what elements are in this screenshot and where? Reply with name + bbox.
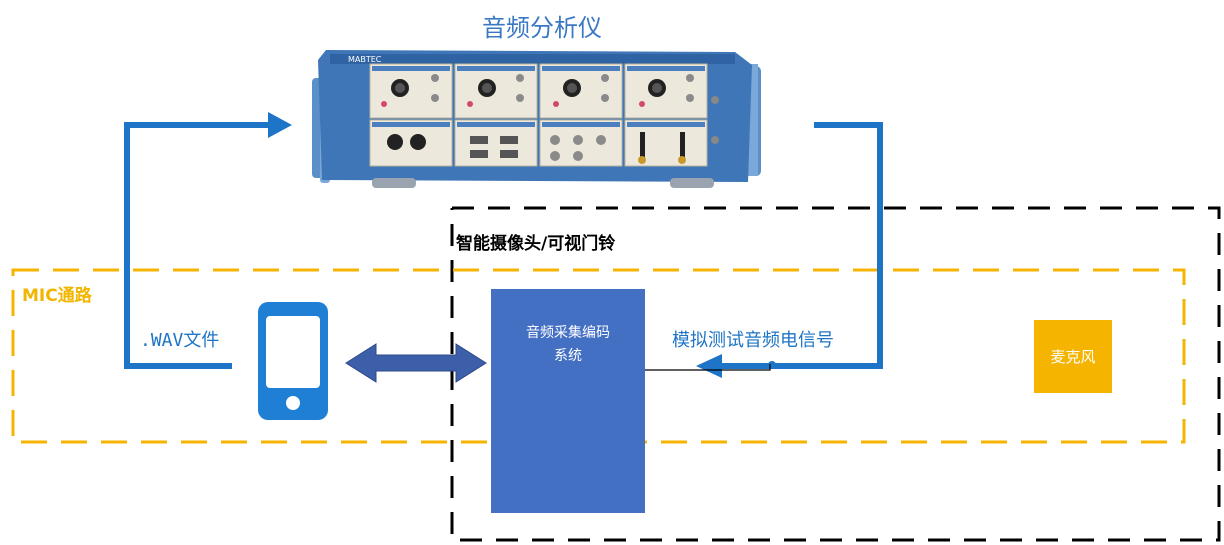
codec-box-line2: 系统 — [554, 348, 582, 364]
analog-signal-path — [720, 122, 883, 369]
phone-screen — [266, 316, 320, 388]
bidirectional-arrow — [345, 343, 487, 383]
analyzer-title: 音频分析仪 — [482, 14, 602, 42]
arrow-to-codec — [696, 354, 722, 378]
analyzer-brand: MABTEC — [348, 55, 382, 64]
phone-home-button — [286, 396, 300, 410]
codec-box-line1: 音频采集编码 — [526, 325, 610, 341]
signal-junction-dot — [768, 361, 776, 369]
wav-upload-path — [124, 122, 270, 369]
smartphone-icon — [258, 302, 328, 420]
smart-device-label: 智能摄像头/可视门铃 — [456, 234, 616, 254]
wav-file-label: .WAV文件 — [140, 330, 220, 351]
microphone-box: 麦克风 — [1034, 320, 1112, 393]
mic-path-label: MIC通路 — [22, 286, 92, 306]
microphone-label: 麦克风 — [1050, 348, 1096, 366]
smart-device-boundary — [450, 206, 1221, 542]
audio-analyzer-device: MABTEC — [312, 50, 761, 188]
audio-codec-system-box: 音频采集编码 系统 — [491, 289, 645, 513]
arrow-to-analyzer — [268, 112, 292, 138]
analog-signal-label: 模拟测试音频电信号 — [672, 330, 834, 351]
